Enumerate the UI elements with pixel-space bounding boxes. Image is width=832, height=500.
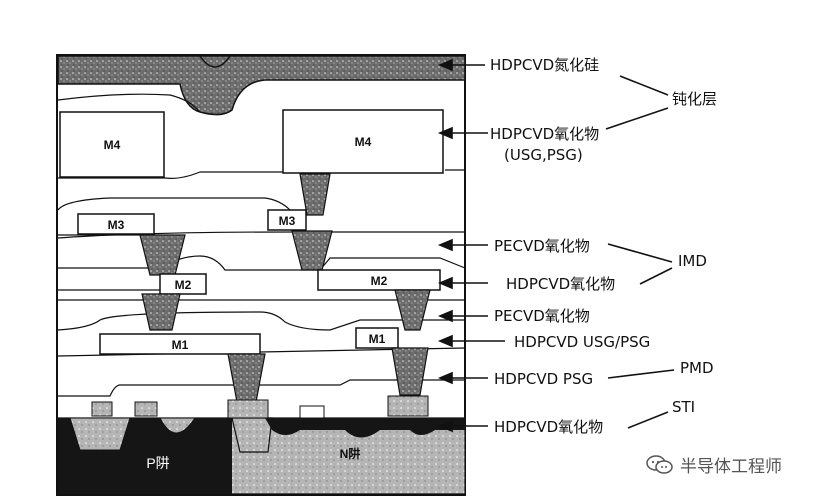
annotation-arrows xyxy=(437,58,505,433)
m2-block-left xyxy=(159,273,207,295)
m3-block-right xyxy=(267,209,307,231)
label-hdpcvd-oxide-2: HDPCVD氧化物 xyxy=(506,275,615,293)
contact-right xyxy=(391,347,429,396)
label-pecvd-oxide-1: PECVD氧化物 xyxy=(494,237,590,255)
via-m1-m2-left xyxy=(141,293,181,331)
m2-label-left: M2 xyxy=(175,278,192,292)
m1-block-right xyxy=(355,327,399,349)
sti-trench-2 xyxy=(159,417,196,434)
watermark: 半导体工程师 xyxy=(646,452,782,477)
m1-block-left xyxy=(99,333,261,355)
sti-trench-1 xyxy=(69,417,131,451)
via-m1-m2-right xyxy=(394,289,431,331)
gate-5 xyxy=(299,405,325,419)
m3-label-right: M3 xyxy=(279,214,296,228)
m2-block-right xyxy=(317,269,441,291)
m4-block-left xyxy=(59,111,165,178)
m3-label-left: M3 xyxy=(108,218,125,232)
label-hdpcvd-psg: HDPCVD PSG xyxy=(494,370,593,388)
gate-4 xyxy=(387,395,429,417)
label-hdpcvd-oxide-top: HDPCVD氧化物 xyxy=(490,125,599,143)
m1-label-left: M1 xyxy=(172,338,189,352)
grouping-lines xyxy=(605,75,675,429)
label-sti: STI xyxy=(672,398,695,416)
label-imd: IMD xyxy=(678,252,707,270)
via-m3-m4 xyxy=(299,173,331,216)
m1-label-right: M1 xyxy=(369,332,386,346)
nitride-layer xyxy=(57,55,466,116)
m2-label-right: M2 xyxy=(371,274,388,288)
m4-label-left: M4 xyxy=(104,138,121,152)
label-hdpcvd-usg-psg: HDPCVD USG/PSG xyxy=(514,333,650,351)
gate-3 xyxy=(227,399,269,419)
label-passivation: 钝化层 xyxy=(672,90,717,108)
n-well-label: N阱 xyxy=(340,447,361,461)
m3-block-left xyxy=(77,213,155,235)
p-well-label: P阱 xyxy=(146,455,169,471)
label-pmd: PMD xyxy=(680,359,714,377)
wechat-icon xyxy=(646,454,673,474)
watermark-text: 半导体工程师 xyxy=(680,457,782,477)
label-hdpcvd-oxide-top-sub: (USG,PSG) xyxy=(504,146,583,164)
label-hdpcvd-oxide-sti: HDPCVD氧化物 xyxy=(494,418,603,436)
label-hdpcvd-nitride: HDPCVD氮化硅 xyxy=(490,56,599,74)
m4-label-right: M4 xyxy=(355,135,372,149)
n-well-surface xyxy=(265,418,465,438)
label-pecvd-oxide-2: PECVD氧化物 xyxy=(494,307,590,325)
m4-block-right xyxy=(282,109,444,174)
gate-1 xyxy=(91,401,113,417)
gate-2 xyxy=(134,401,158,417)
